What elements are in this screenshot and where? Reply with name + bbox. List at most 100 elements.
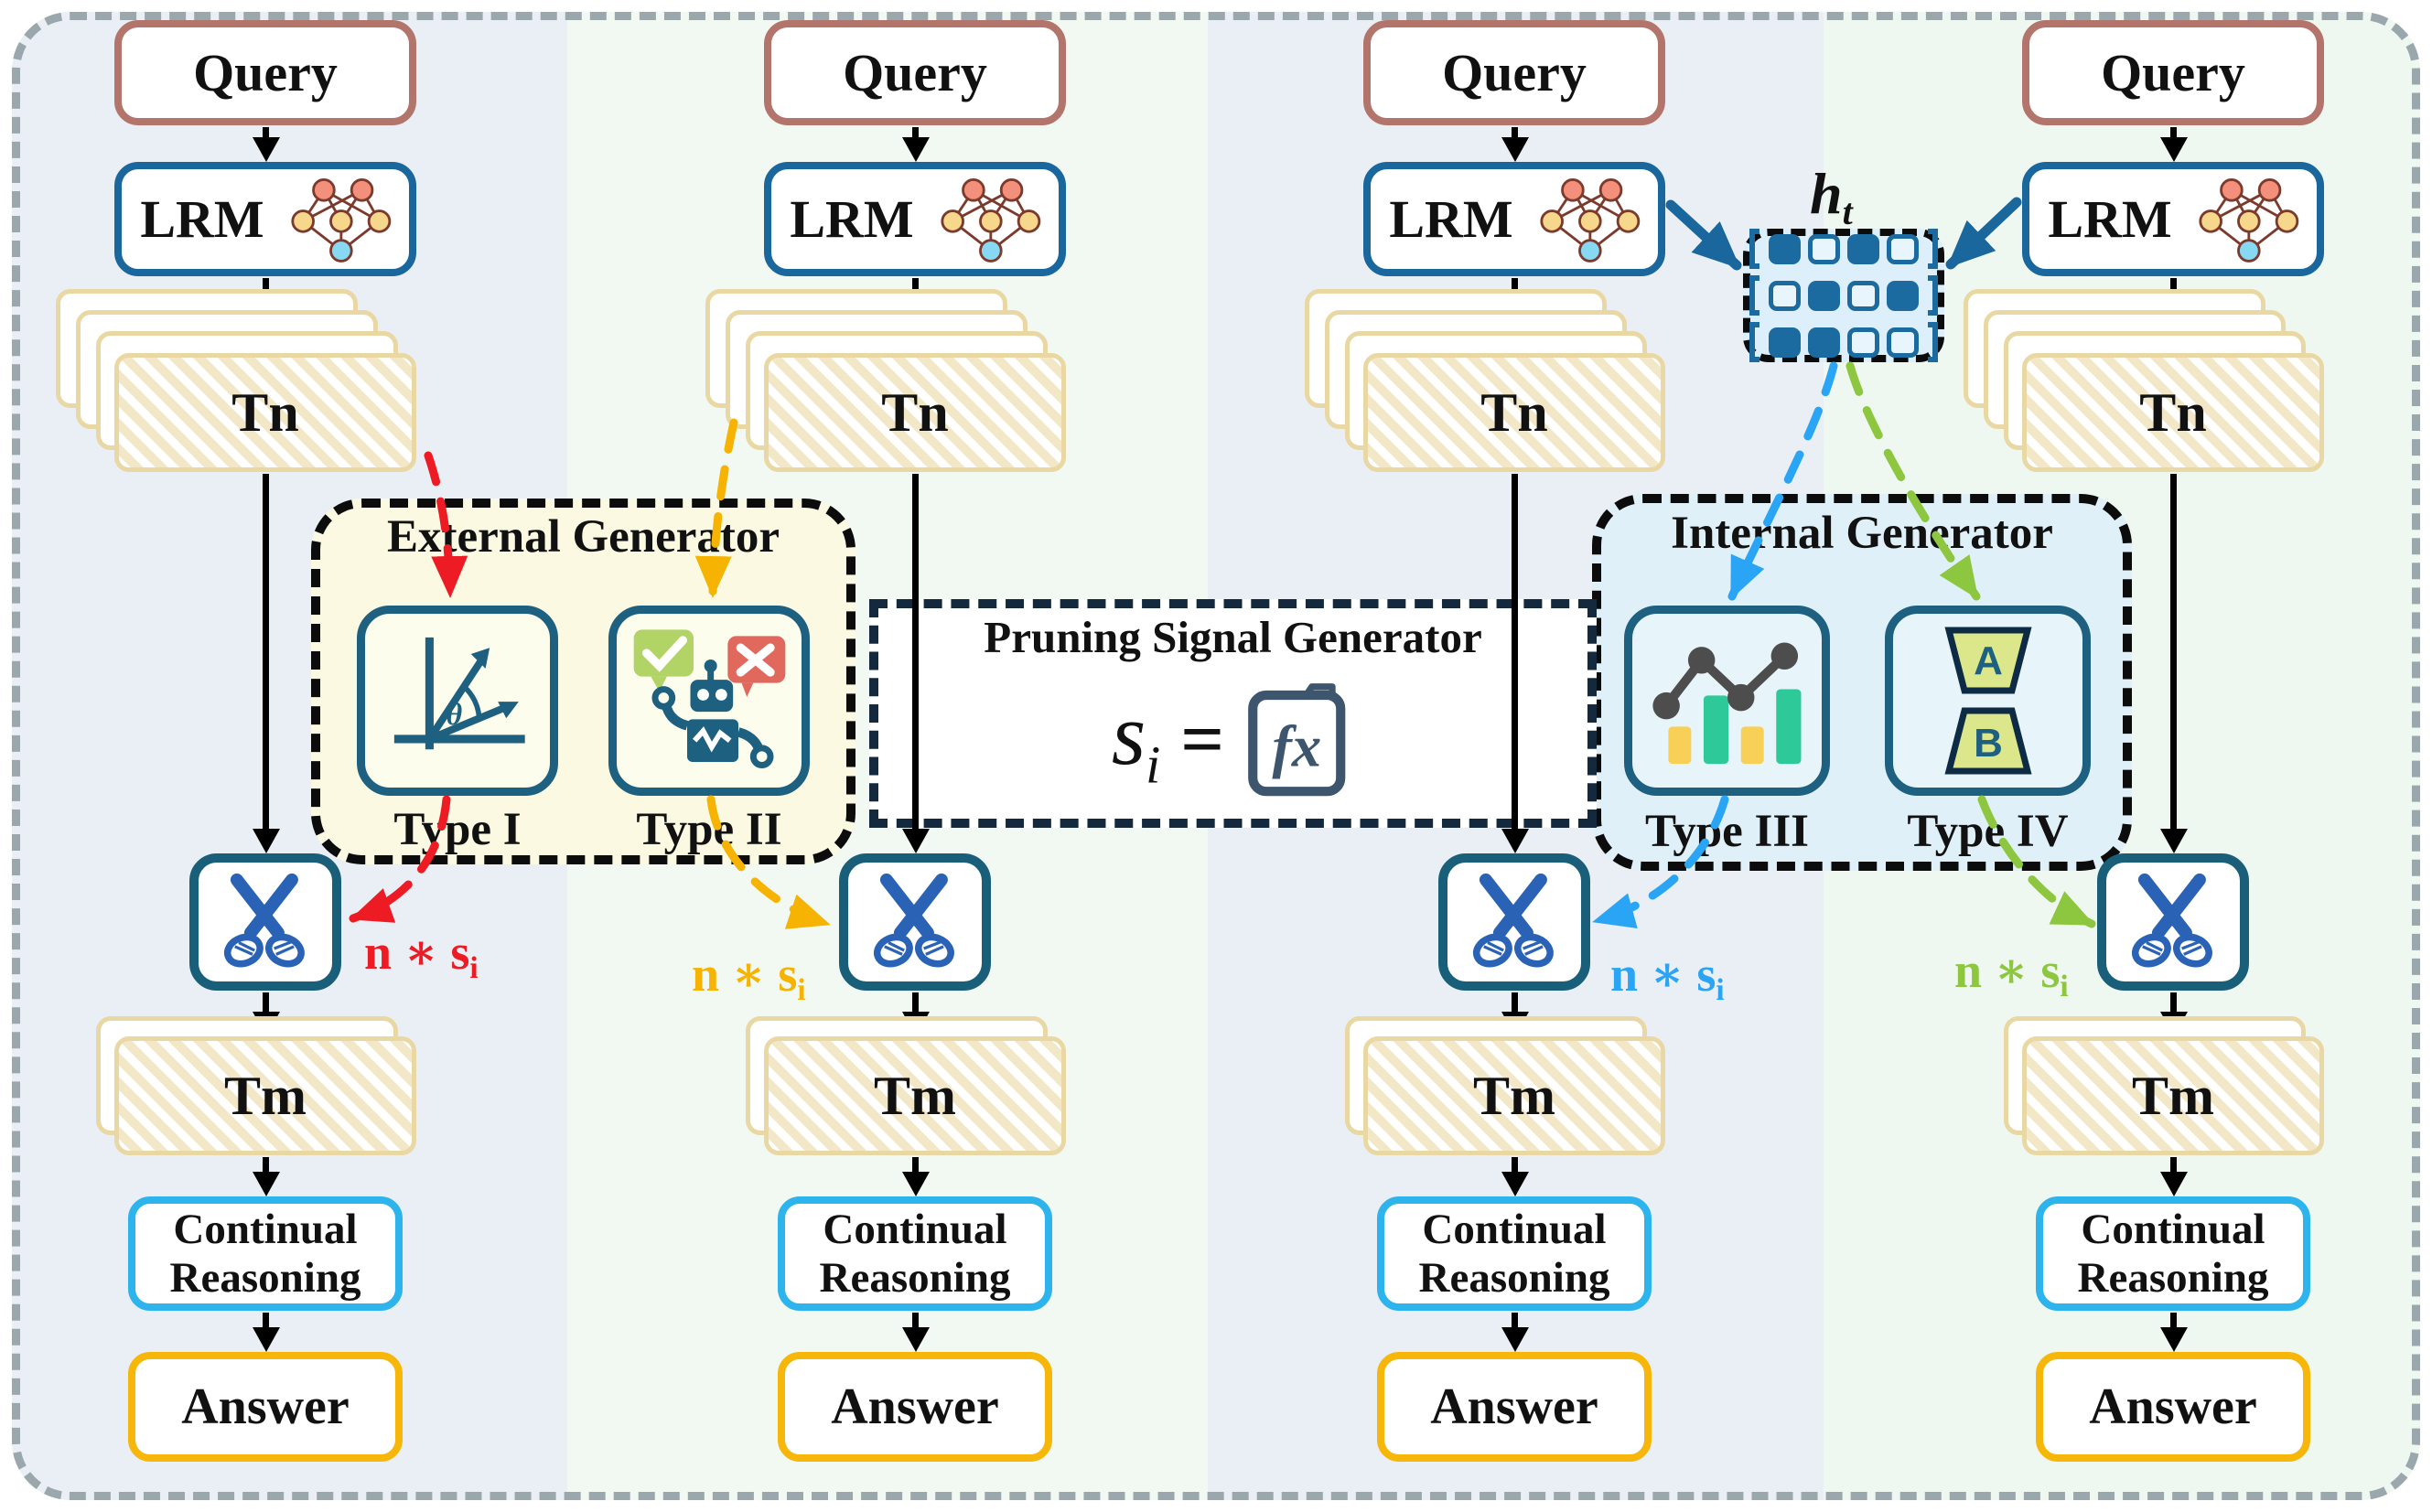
continual-reasoning-box-4: Continual Reasoning <box>2036 1196 2310 1311</box>
lrm-box-2: LRM <box>764 162 1066 276</box>
pruning-scissors-box-3 <box>1438 853 1590 991</box>
tn-tokens-card-1: Tn <box>114 353 416 472</box>
flow-arrow <box>2170 474 2177 830</box>
tn-label: Tn <box>881 381 949 443</box>
scissors-icon <box>2131 873 2212 968</box>
flow-arrow <box>912 474 919 830</box>
flow-arrow <box>2170 127 2177 138</box>
hidden-state-label: ht <box>1810 161 1853 232</box>
lrm-box-1: LRM <box>114 162 416 276</box>
tn-tokens-card-4: Tn <box>2022 353 2324 472</box>
neural-network-icon <box>291 177 391 263</box>
answer-box-2: Answer <box>778 1352 1052 1462</box>
svg-text:B: B <box>1974 721 2003 766</box>
internal-generator-title: Internal Generator <box>1671 508 2053 559</box>
answer-label: Answer <box>831 1378 999 1435</box>
answer-label: Answer <box>1430 1378 1598 1435</box>
svg-text:θ: θ <box>447 698 463 732</box>
flow-arrow <box>263 474 269 830</box>
answer-box-3: Answer <box>1377 1352 1652 1462</box>
pruning-signal-generator-title: Pruning Signal Generator <box>984 612 1482 662</box>
signal-formula: si = fx <box>869 666 1597 812</box>
svg-text:A: A <box>1974 638 2003 683</box>
pruning-signal-generator-box <box>869 599 1597 828</box>
lora-adapter-icon: A B <box>1943 627 2032 775</box>
query-box-2: Query <box>764 20 1066 125</box>
type2-label: Type II <box>636 804 782 855</box>
tn-tokens-card-2: Tn <box>764 353 1066 472</box>
external-generator-title: External Generator <box>386 511 780 563</box>
llm-judge-robot-icon <box>633 628 785 768</box>
flow-arrow <box>912 992 919 1013</box>
neural-network-icon <box>1540 177 1640 263</box>
tm-label: Tm <box>874 1065 956 1126</box>
matrix-cell-empty <box>1847 280 1879 311</box>
answer-label: Answer <box>181 1378 350 1435</box>
flow-arrow <box>1512 474 1518 830</box>
answer-label: Answer <box>2089 1378 2257 1435</box>
matrix-cell-empty <box>1847 327 1879 358</box>
query-box-1: Query <box>114 20 416 125</box>
neural-network-icon <box>2199 177 2298 263</box>
lrm-label: LRM <box>140 189 264 249</box>
matrix-cell-filled <box>1847 233 1879 264</box>
flow-arrow <box>1512 1313 1518 1328</box>
query-label: Query <box>2101 43 2245 102</box>
type1-icon-box: θ <box>357 606 558 796</box>
type3-icon-box <box>1624 606 1830 796</box>
type4-icon-box: A B <box>1885 606 2091 796</box>
answer-box-4: Answer <box>2036 1352 2310 1462</box>
signal-label-type3: n ∗ si <box>1610 947 1725 1008</box>
lrm-box-4: LRM <box>2022 162 2324 276</box>
flow-arrow <box>912 1157 919 1173</box>
matrix-bracket-left <box>1749 322 1759 362</box>
continual-reasoning-box-1: Continual Reasoning <box>128 1196 403 1311</box>
flow-arrow <box>263 1313 269 1328</box>
continual-reasoning-box-2: Continual Reasoning <box>778 1196 1052 1311</box>
matrix-cell-empty <box>1887 233 1919 264</box>
matrix-cell-empty <box>1769 280 1801 311</box>
answer-box-1: Answer <box>128 1352 403 1462</box>
equals-sign: = <box>1180 696 1225 782</box>
continual-reasoning-box-3: Continual Reasoning <box>1377 1196 1652 1311</box>
query-box-4: Query <box>2022 20 2324 125</box>
tm-tokens-card-1: Tm <box>114 1036 416 1155</box>
flow-arrow <box>912 127 919 138</box>
signal-label-type1: n ∗ si <box>364 925 479 986</box>
scissors-icon <box>223 873 305 968</box>
matrix-cell-filled <box>1887 280 1919 311</box>
flow-arrow <box>2170 1313 2177 1328</box>
flow-arrow <box>2170 1157 2177 1173</box>
matrix-row <box>1749 229 1938 269</box>
fx-function-icon: fx <box>1248 683 1346 797</box>
flow-arrow <box>263 127 269 138</box>
signal-lhs: si <box>1111 684 1161 795</box>
tm-label: Tm <box>224 1065 307 1126</box>
flow-arrow <box>1512 127 1518 138</box>
matrix-bracket-right <box>1928 229 1938 269</box>
signal-label-type4: n ∗ si <box>1954 943 2069 1004</box>
type4-label: Type IV <box>1907 806 2069 857</box>
tm-tokens-card-3: Tm <box>1363 1036 1665 1155</box>
type2-icon-box <box>608 606 810 796</box>
type1-label: Type I <box>393 804 522 855</box>
angle-score-icon: θ <box>393 637 525 750</box>
pruning-scissors-box-4 <box>2097 853 2249 991</box>
flow-arrow <box>1512 1157 1518 1173</box>
tm-label: Tm <box>1473 1065 1555 1126</box>
matrix-row <box>1749 275 1938 316</box>
pruning-scissors-box-2 <box>839 853 991 991</box>
neural-network-icon <box>941 177 1040 263</box>
flow-arrow <box>1512 992 1518 1013</box>
svg-text:fx: fx <box>1272 713 1321 779</box>
flow-arrow <box>912 1313 919 1328</box>
matrix-cell-filled <box>1808 280 1840 311</box>
query-label: Query <box>1442 43 1587 102</box>
continual-reasoning-label: Continual Reasoning <box>1418 1205 1610 1302</box>
matrix-cell-filled <box>1769 327 1801 358</box>
matrix-row <box>1749 322 1938 362</box>
lrm-label: LRM <box>2048 189 2172 249</box>
flow-arrow <box>263 992 269 1013</box>
matrix-cell-filled <box>1769 233 1801 264</box>
